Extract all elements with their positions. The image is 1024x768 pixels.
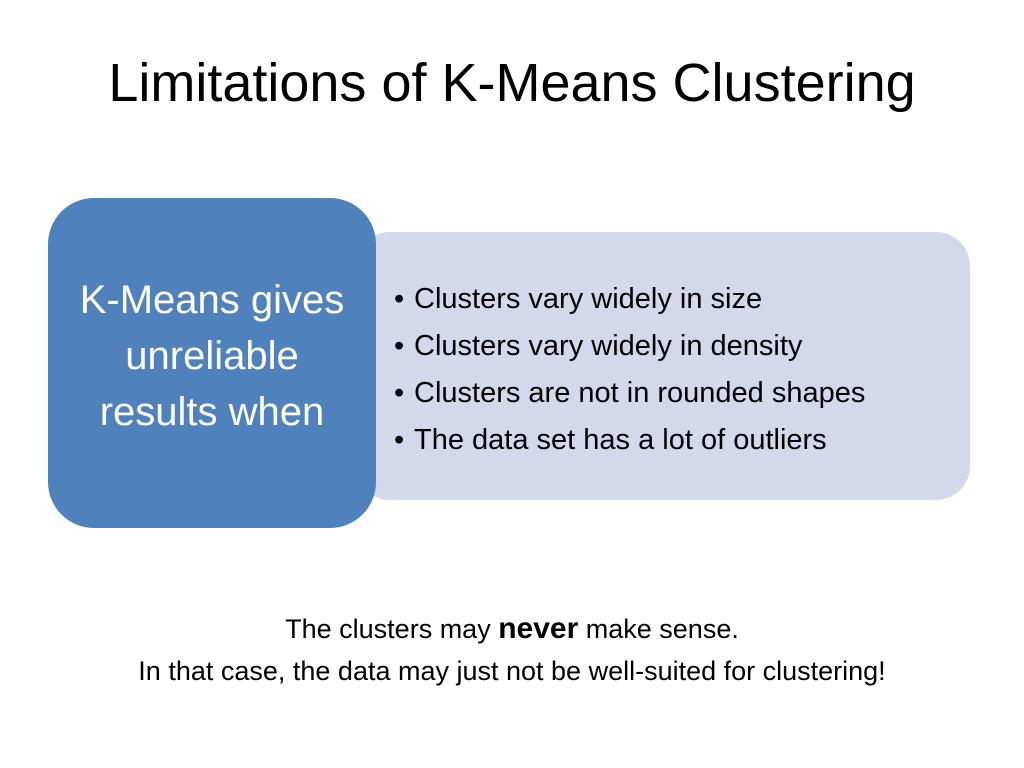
condition-text: Clusters vary widely in size <box>414 283 763 315</box>
condition-text: Clusters vary widely in density <box>414 330 803 362</box>
bullet-icon: • <box>394 424 405 456</box>
slide-title: Limitations of K-Means Clustering <box>108 53 916 113</box>
footer-emphasis: never <box>498 612 579 645</box>
condition-item: • The data set has a lot of outliers <box>394 417 865 464</box>
footer-note: The clusters may never make sense. In th… <box>0 608 1024 692</box>
condition-text: Clusters are not in rounded shapes <box>414 377 866 409</box>
bullet-icon: • <box>394 283 405 315</box>
conditions-list: • Clusters vary widely in size • Clusters … <box>394 276 865 464</box>
heading-box: K-Means gives unreliable results when <box>48 198 376 528</box>
condition-item: • Clusters vary widely in size <box>394 276 865 323</box>
bullet-icon: • <box>394 377 405 409</box>
conditions-panel: • Clusters vary widely in size • Clusters … <box>356 232 970 500</box>
bullet-icon: • <box>394 330 405 362</box>
condition-text: The data set has a lot of outliers <box>414 424 827 456</box>
footer-line-1: The clusters may never make sense. <box>0 608 1024 650</box>
footer-text-after: make sense. <box>578 614 739 644</box>
footer-line-2: In that case, the data may just not be w… <box>138 656 886 686</box>
heading-text: K-Means gives unreliable results when <box>79 278 345 434</box>
condition-item: • Clusters vary widely in density <box>394 323 865 370</box>
condition-item: • Clusters are not in rounded shapes <box>394 370 865 417</box>
footer-text-before: The clusters may <box>285 614 499 644</box>
